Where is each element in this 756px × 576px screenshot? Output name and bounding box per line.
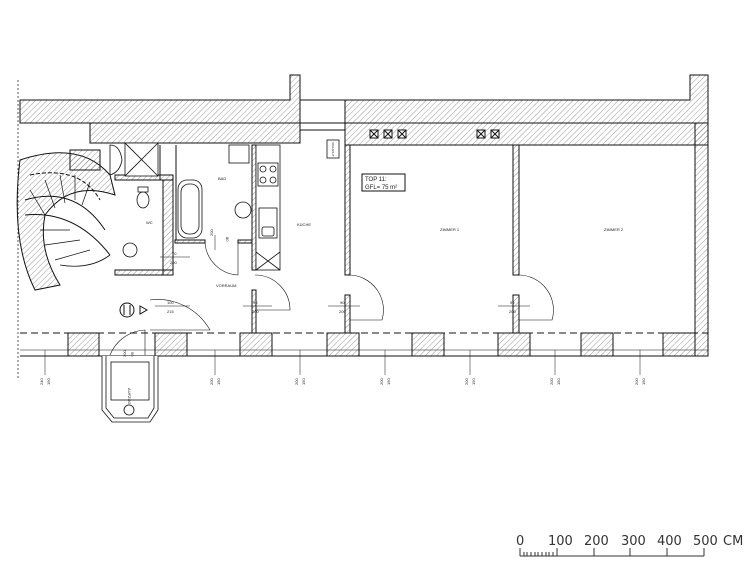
elevator bbox=[101, 356, 159, 423]
window-height: 150 bbox=[386, 378, 391, 385]
scale-label: 100 bbox=[548, 534, 573, 549]
door-height: 200 bbox=[252, 309, 259, 314]
door-height: 200 bbox=[509, 309, 516, 314]
scale-label: 0 bbox=[516, 534, 524, 549]
shaft-label: SCHACHT bbox=[331, 142, 335, 157]
door-width: 90 bbox=[253, 300, 258, 305]
room-label-bad: BAD bbox=[218, 176, 226, 181]
door-height: 215 bbox=[167, 309, 174, 314]
room-label-kueche: KÜCHE bbox=[297, 222, 311, 227]
room-label-vorraum: VORRAUM bbox=[216, 283, 236, 288]
room-label-wc: WC bbox=[146, 220, 153, 225]
window-height: 150 bbox=[46, 378, 51, 385]
window-width: 200 bbox=[634, 378, 639, 385]
window-width: 200 bbox=[209, 378, 214, 385]
partition-walls bbox=[114, 144, 520, 334]
scale-label: 400 bbox=[657, 534, 682, 549]
door-width: 70 bbox=[172, 251, 177, 256]
room-label-aufzug: AUFZUG bbox=[127, 388, 132, 404]
window-height: 150 bbox=[641, 378, 646, 385]
door-width: 90 bbox=[340, 300, 345, 305]
door-height: 200 bbox=[339, 309, 346, 314]
unit-info-box bbox=[361, 173, 406, 192]
window-dimension-lines bbox=[44, 350, 641, 375]
door-width: 100 bbox=[167, 300, 174, 305]
unit-area: GFL= 75 m² bbox=[365, 185, 397, 191]
chimney-flues bbox=[369, 129, 500, 139]
elevator-door-width: 90 bbox=[130, 352, 135, 357]
washing-machine bbox=[228, 144, 250, 164]
doors bbox=[109, 242, 554, 356]
scale-label: 500 bbox=[693, 534, 718, 549]
kitchen-counter bbox=[255, 139, 340, 271]
window-width: 200 bbox=[464, 378, 469, 385]
sanitary-fixtures bbox=[109, 142, 252, 258]
window-width: 240 bbox=[39, 378, 44, 385]
door-height: 200 bbox=[209, 229, 214, 236]
elevator-door-height: 200 bbox=[122, 350, 127, 357]
scale-bar: 0 100 200 300 400 500 CM bbox=[516, 534, 743, 557]
window-height: 150 bbox=[216, 378, 221, 385]
scale-label: 200 bbox=[584, 534, 609, 549]
bathroom-sink bbox=[234, 201, 252, 219]
wc-sink bbox=[122, 242, 138, 258]
entrance-symbol bbox=[119, 302, 149, 318]
window-dimensions: 240 150 200 150 200 150 200 150 200 150 … bbox=[39, 378, 646, 385]
window-width: 200 bbox=[549, 378, 554, 385]
staircase bbox=[16, 149, 116, 291]
top-walls bbox=[19, 74, 709, 357]
room-label-zimmer-2: ZIMMER 2 bbox=[604, 227, 624, 232]
window-width: 200 bbox=[294, 378, 299, 385]
toilet bbox=[136, 191, 150, 209]
window-width: 200 bbox=[379, 378, 384, 385]
unit-number: TOP 11: bbox=[365, 177, 387, 183]
scale-unit: CM bbox=[723, 534, 743, 549]
window-height: 150 bbox=[471, 378, 476, 385]
shaft bbox=[326, 139, 340, 159]
door-dimensions bbox=[155, 235, 530, 307]
window-height: 150 bbox=[556, 378, 561, 385]
door-width: 90 bbox=[510, 300, 515, 305]
door-width: 80 bbox=[225, 237, 230, 242]
door-height: 200 bbox=[170, 260, 177, 265]
room-label-zimmer-1: ZIMMER 1 bbox=[440, 227, 460, 232]
window-height: 150 bbox=[301, 378, 306, 385]
scale-label: 300 bbox=[621, 534, 646, 549]
